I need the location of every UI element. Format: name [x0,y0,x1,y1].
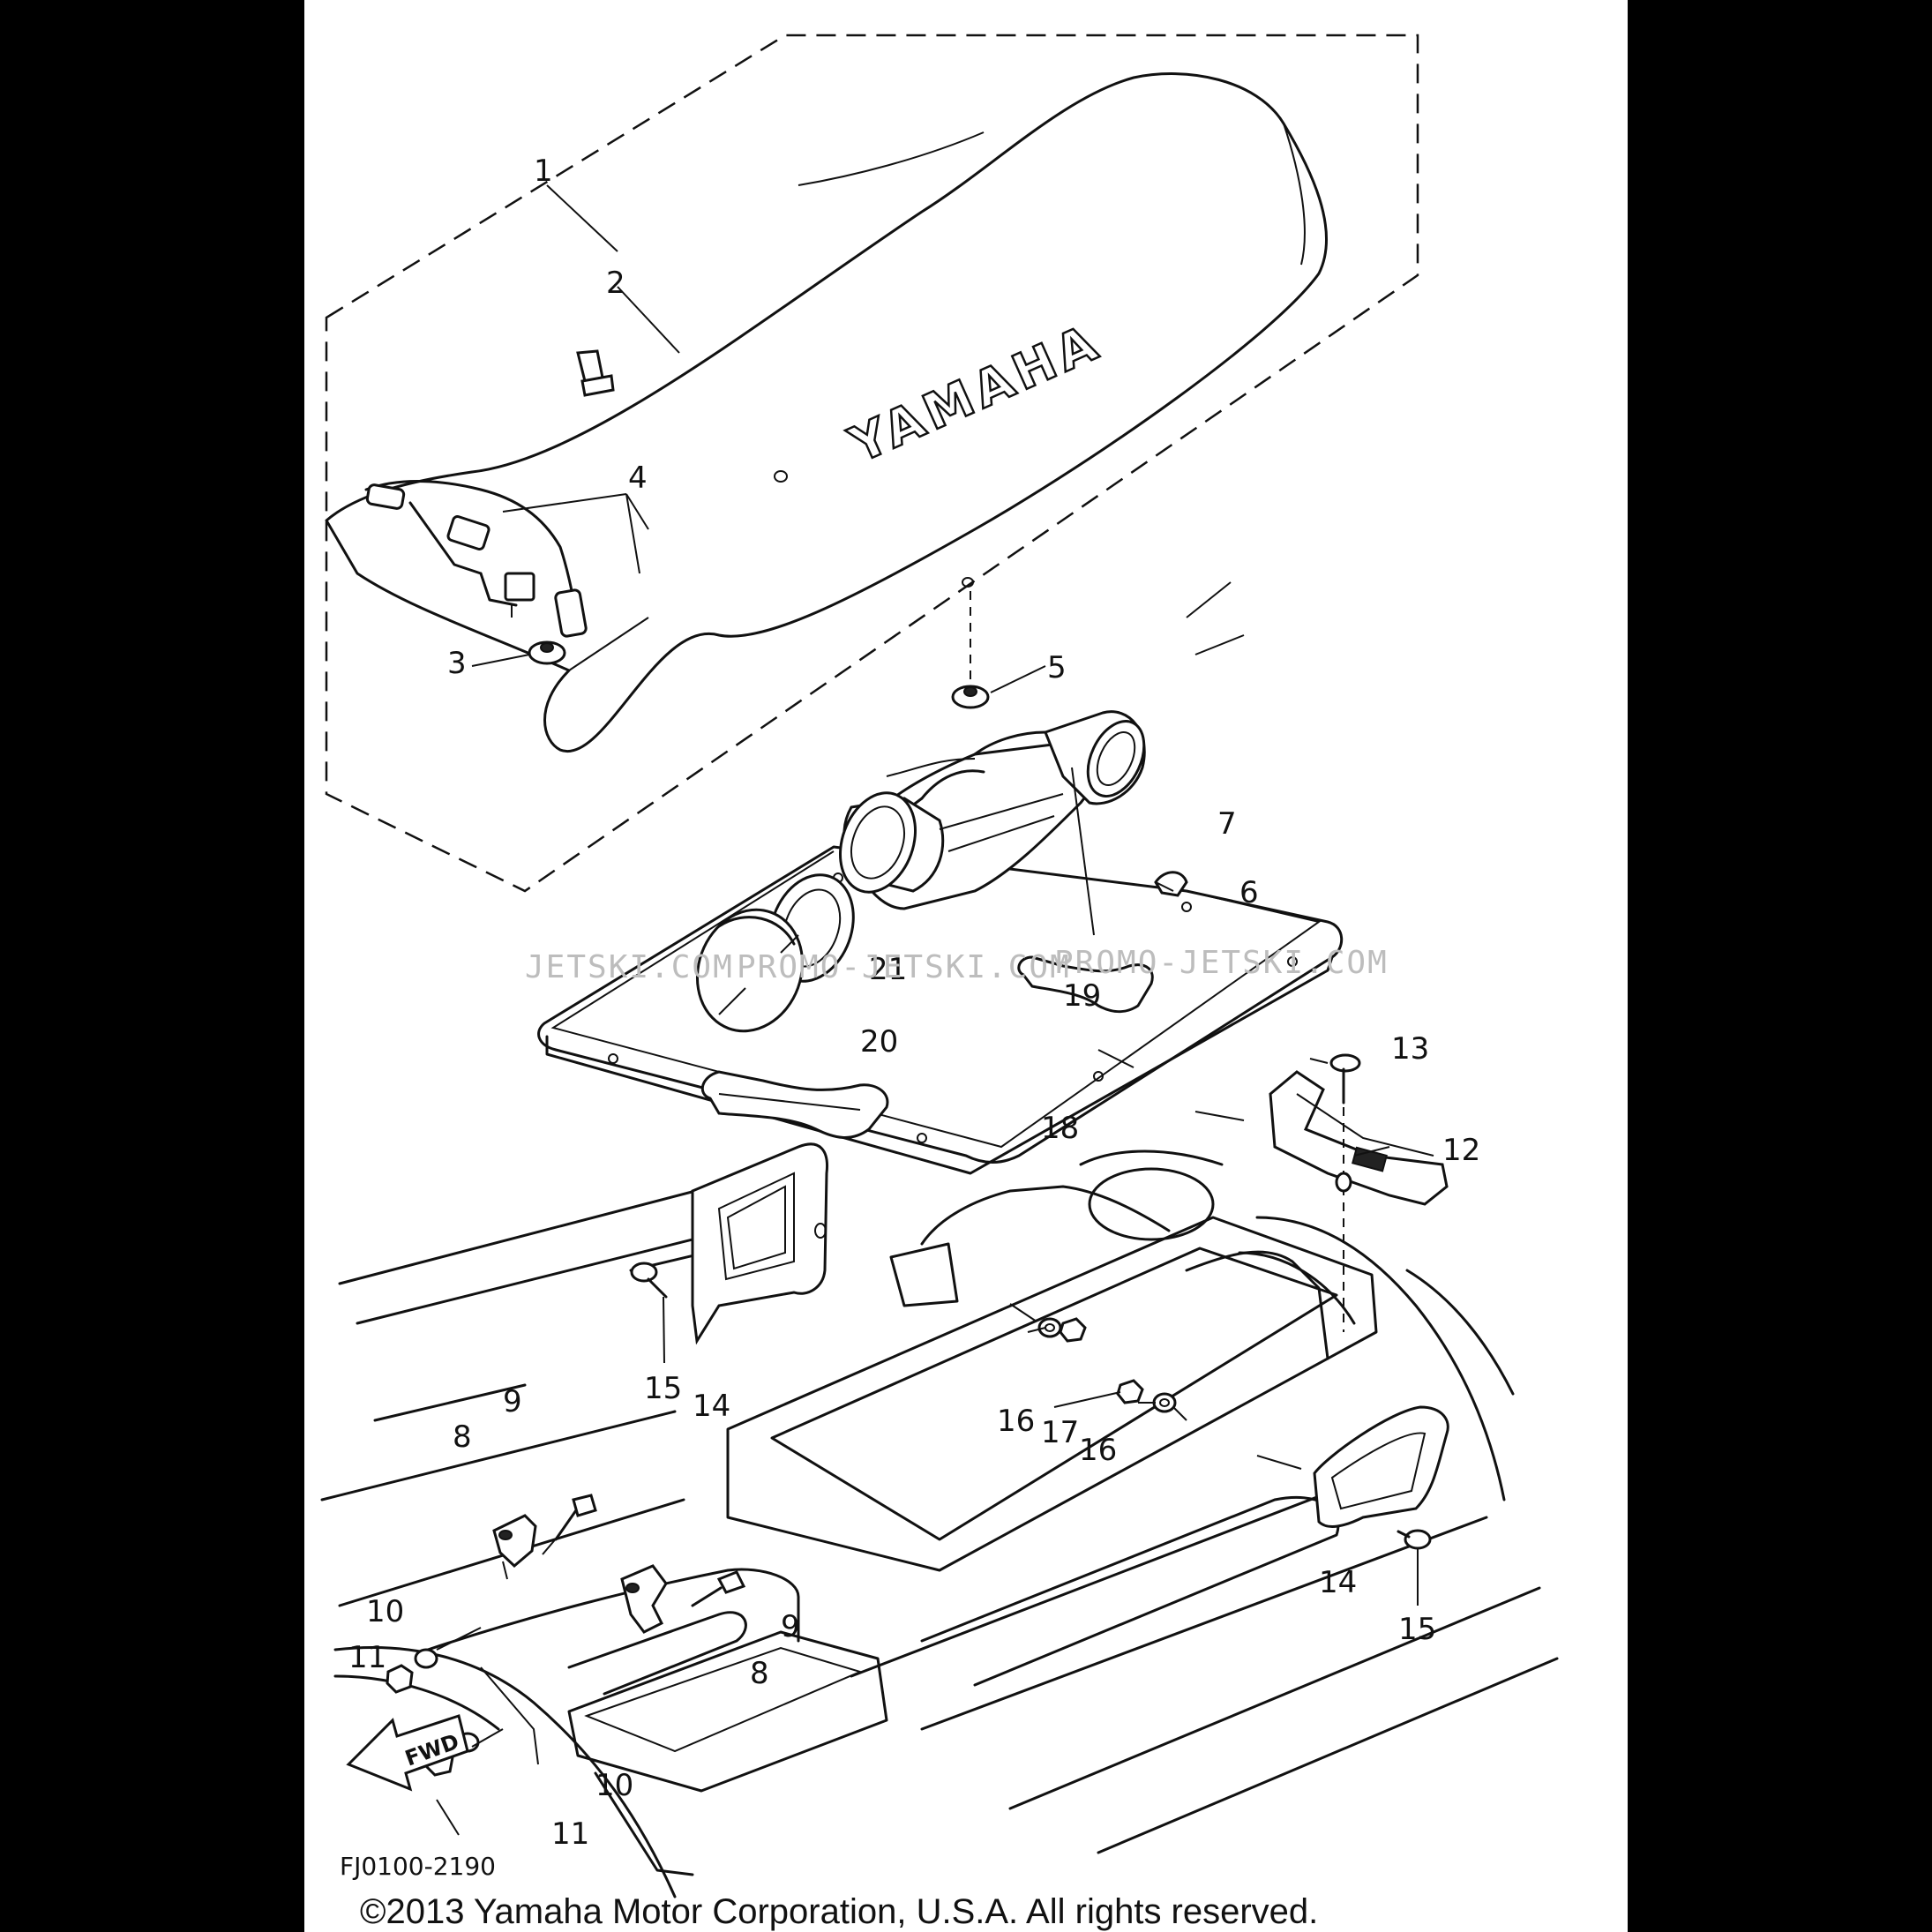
callout-20: 20 [860,1024,898,1060]
callout-8-upper: 8 [453,1419,472,1455]
leader-lines [471,184,1390,1408]
callout-14-left: 14 [693,1389,730,1424]
clamp-part-8-upper [492,1514,537,1580]
hull-deck [320,1149,1559,1898]
copyright-notice: ©2013 Yamaha Motor Corporation, U.S.A. A… [360,1892,1318,1931]
wire-harness [364,480,588,638]
watermark-right: PROMO-JETSKI.COM [1054,945,1389,981]
callout-11-lower: 11 [551,1816,589,1852]
callout-9-lower: 9 [781,1609,800,1644]
grille-part-14-right [1313,1405,1449,1528]
bolt-part-13 [1329,1053,1361,1332]
air-duct-assembly [537,710,1344,1175]
callout-7: 7 [1217,806,1237,842]
watermark-left: JETSKI.COM [525,949,734,985]
seat-strap [576,349,615,397]
callout-21: 21 [869,952,907,987]
callout-16-right: 16 [1079,1433,1117,1468]
duct-opening-part-18b [1017,955,1154,1014]
callout-15-left: 15 [644,1371,682,1406]
grille-part-14-left [691,1142,829,1345]
callout-1: 1 [534,154,553,189]
callout-5: 5 [1047,650,1067,685]
callout-10-upper: 10 [366,1594,404,1629]
callout-14-right: 14 [1319,1565,1357,1600]
bolt-part-9-lower [691,1570,746,1607]
callout-4: 4 [628,461,648,496]
callout-18: 18 [1041,1111,1079,1146]
callout-8-lower: 8 [750,1656,769,1691]
duct-cap-part-20 [695,908,805,1033]
callout-12: 12 [1442,1133,1480,1168]
seat-brand-text: YAMAHA [841,313,1110,475]
callout-17: 17 [1041,1415,1079,1450]
callout-6: 6 [1239,875,1259,910]
screw-part-15-right [1397,1529,1432,1606]
callout-16-left: 16 [997,1404,1035,1439]
bracket-part-12 [1269,1070,1449,1206]
clamp-part-8-lower [620,1564,668,1634]
callout-2: 2 [606,266,625,301]
exploded-parts-diagram: YAMAHA [320,34,1559,1931]
screw-part-15-left [630,1262,668,1364]
clip-part-7 [1154,871,1188,897]
callout-3: 3 [447,646,467,681]
washers-and-nuts [1009,1303,1302,1470]
callout-19: 19 [1063,978,1101,1014]
callout-13: 13 [1391,1031,1429,1067]
callout-11-upper: 11 [348,1640,386,1675]
forward-direction-arrow: FWD [346,1714,469,1792]
callout-numbers: 1 2 4 3 5 7 6 21 19 20 13 12 18 15 14 9 … [348,154,1480,1852]
seat-assembly: YAMAHA [325,34,1419,893]
diagram-sheet: YAMAHA [304,0,1628,1932]
callout-9-upper: 9 [503,1384,522,1419]
duct-opening-part-18 [700,1070,889,1139]
diagram-code: FJ0100-2190 [340,1852,496,1881]
bolt-part-9-upper [542,1494,597,1555]
watermark: JETSKI.COM PROMO-JETSKI.COM PROMO-JETSKI… [525,945,1389,985]
callout-10-lower: 10 [595,1768,633,1803]
callout-15-right: 15 [1398,1612,1436,1647]
watermark-middle: PROMO-JETSKI.COM [737,949,1071,985]
